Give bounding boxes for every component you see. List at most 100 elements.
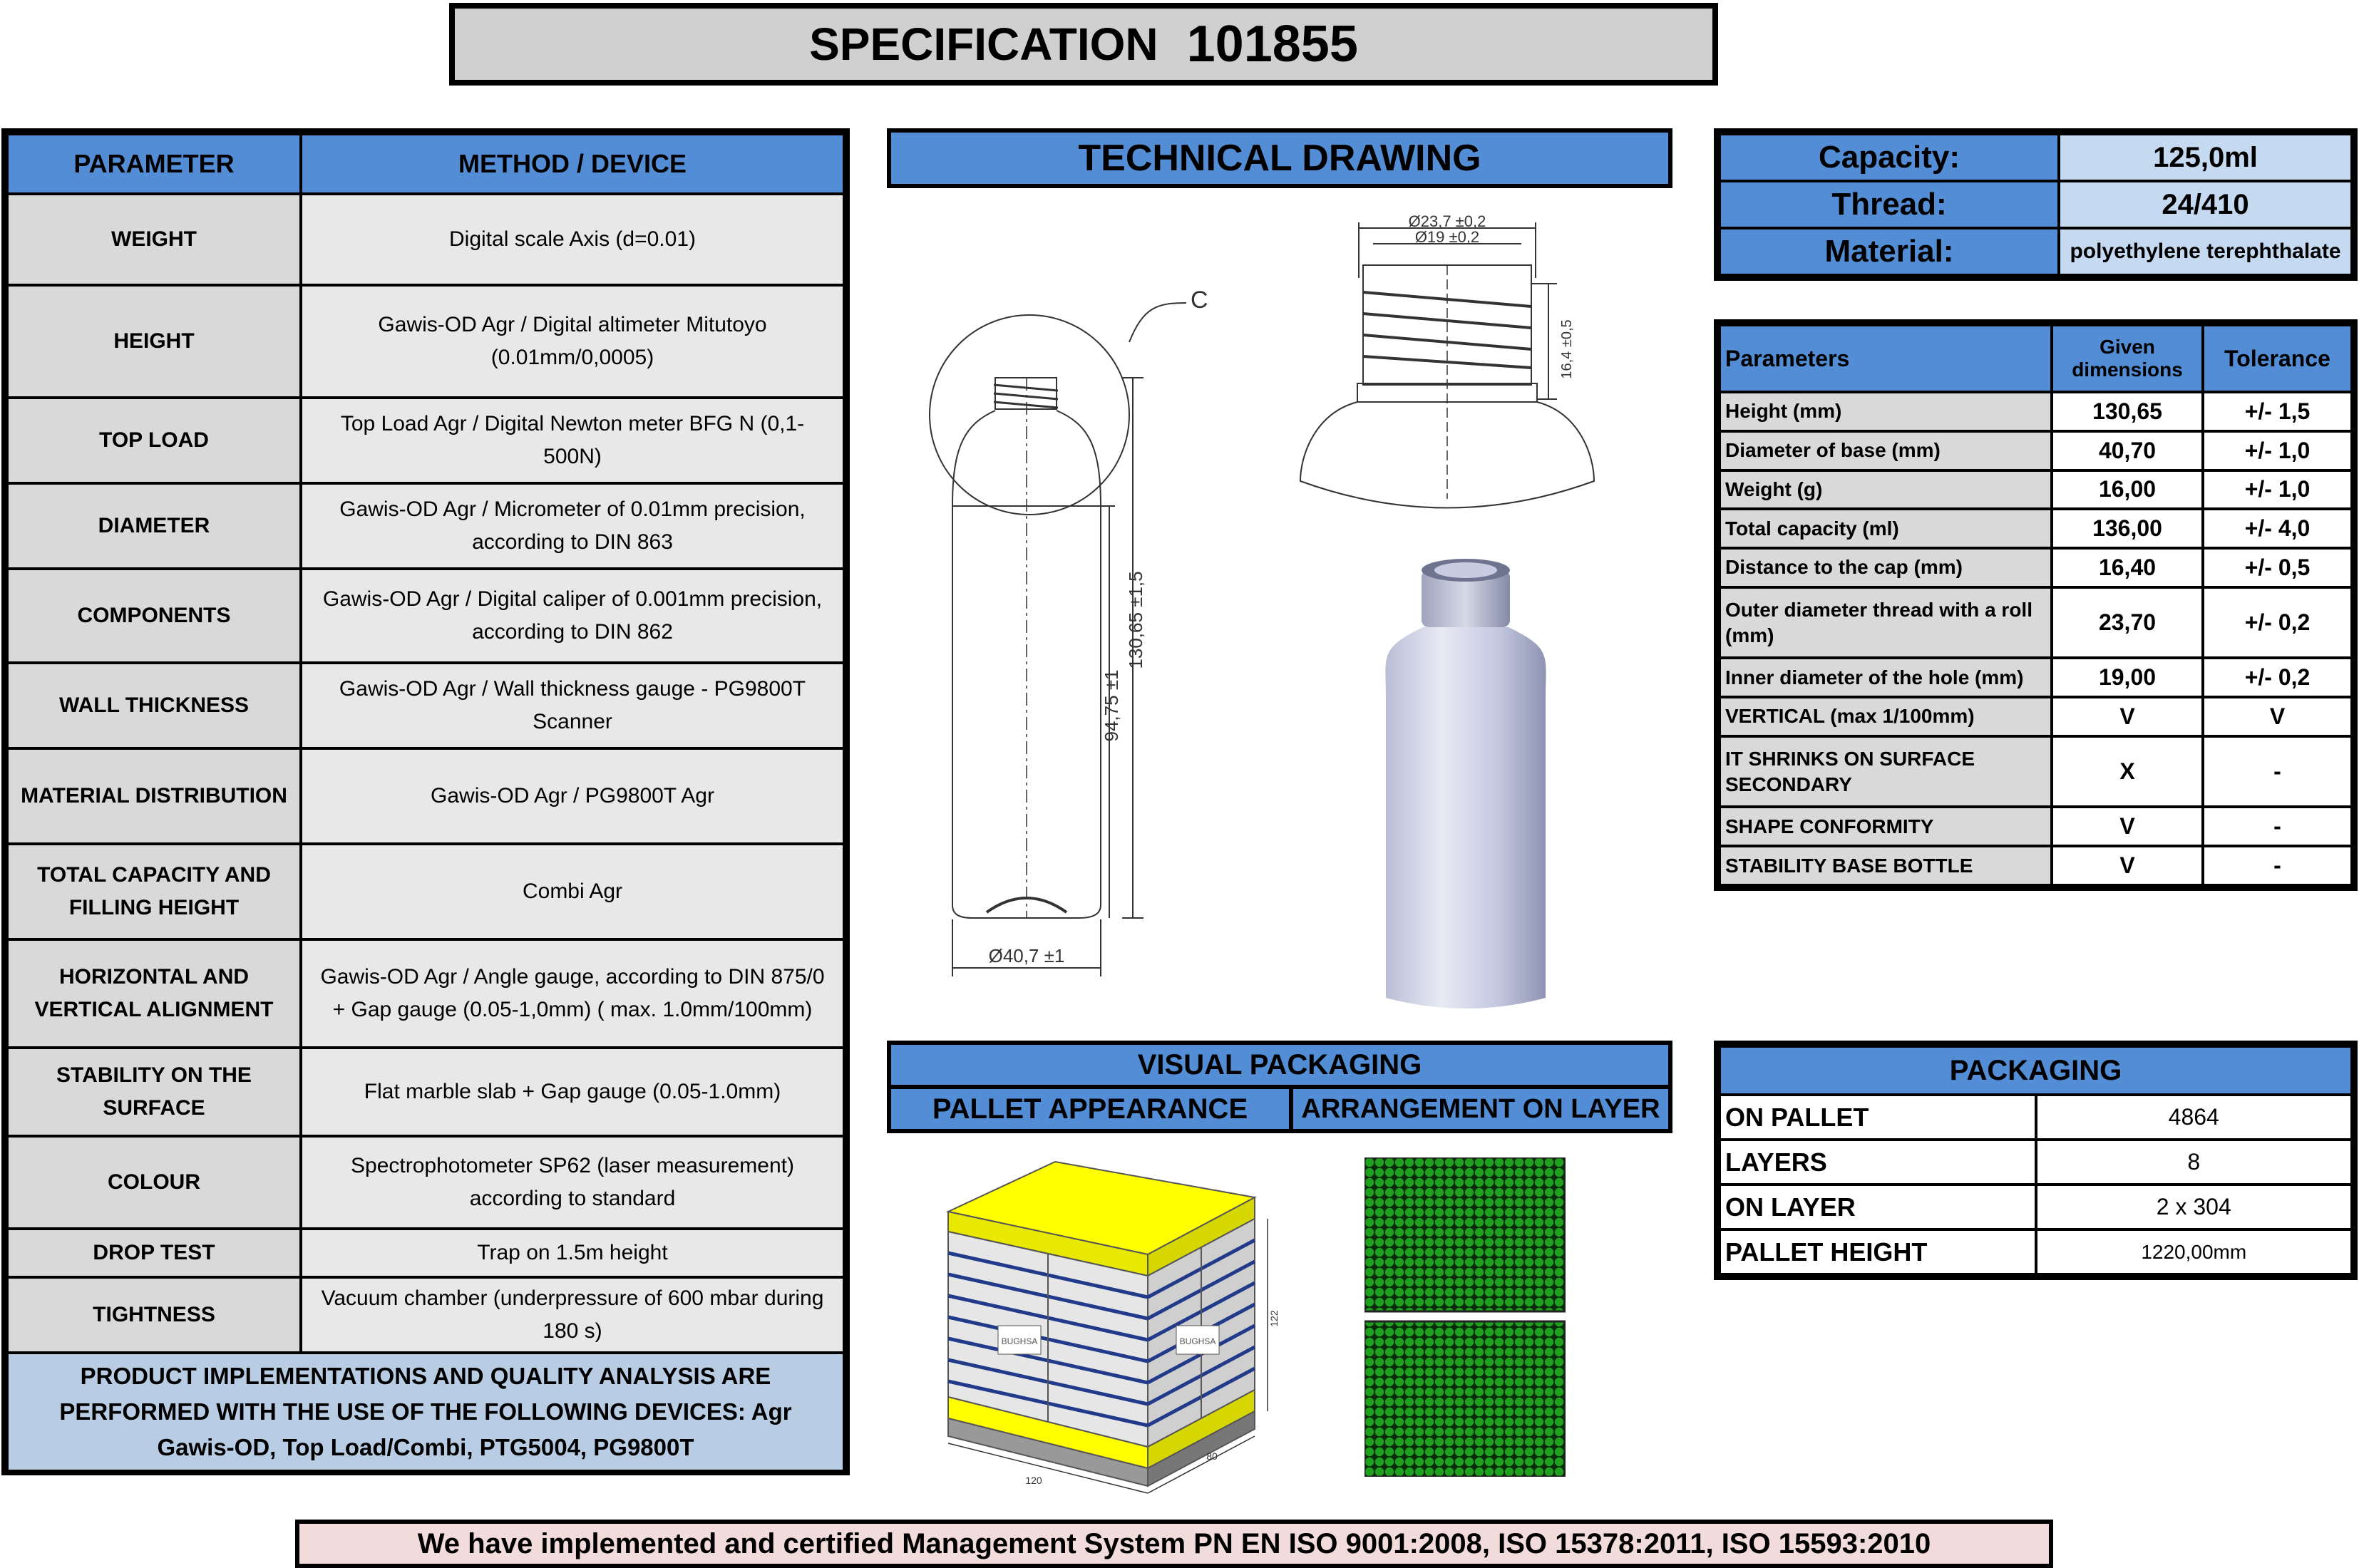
dimension-given: 19,00 — [2050, 656, 2204, 699]
dimension-name: Height (mm) — [1718, 391, 2053, 433]
box-brand-label: BUGHSA — [1180, 1336, 1216, 1346]
table-row: Height (mm)130,65+/- 1,5 — [1718, 391, 2353, 433]
parameter-cell: HEIGHT — [6, 284, 302, 399]
pallet-height-label: 122 — [1268, 1310, 1280, 1327]
pallet-illustration: BUGHSA BUGHSA 120 80 122 — [945, 1160, 1280, 1494]
parameter-cell: MATERIAL DISTRIBUTION — [6, 747, 302, 845]
layer-block-top — [1364, 1157, 1566, 1313]
dimension-given: 16,00 — [2050, 468, 2204, 511]
title-label: SPECIFICATION — [809, 19, 1158, 70]
column-header-parameters: Parameters — [1718, 324, 2053, 393]
dimension-tolerance: +/- 1,0 — [2201, 468, 2353, 511]
packaging-key: ON PALLET — [1718, 1093, 2037, 1141]
material-value: polyethylene terephthalate — [2057, 227, 2353, 277]
column-header-method: METHOD / DEVICE — [299, 133, 846, 195]
dimension-name: STABILITY BASE BOTTLE — [1718, 845, 2053, 887]
method-cell: Gawis-OD Agr / Digital caliper of 0.001m… — [299, 567, 846, 664]
method-cell: Top Load Agr / Digital Newton meter BFG … — [299, 396, 846, 485]
layer-arrangement-illustration — [1364, 1157, 1566, 1477]
shoulder-dimension: 94,75 ±1 — [1101, 669, 1122, 741]
base-diameter-dimension: Ø40,7 ±1 — [989, 945, 1065, 966]
dimension-tolerance: - — [2201, 734, 2353, 809]
dimension-name: SHAPE CONFORMITY — [1718, 805, 2053, 848]
dimension-name: Distance to the cap (mm) — [1718, 547, 2053, 589]
dimension-tolerance: - — [2201, 845, 2353, 887]
method-cell: Gawis-OD Agr / Angle gauge, according to… — [299, 938, 846, 1049]
dimension-tolerance: +/- 0,2 — [2201, 656, 2353, 699]
box-brand-label: BUGHSA — [1002, 1336, 1038, 1346]
parameter-cell: DIAMETER — [6, 482, 302, 570]
parameter-cell: WEIGHT — [6, 192, 302, 287]
method-cell: Gawis-OD Agr / PG9800T Agr — [299, 747, 846, 845]
parameter-cell: TIGHTNESS — [6, 1276, 302, 1354]
dimension-name: Outer diameter thread with a roll (mm) — [1718, 585, 2053, 660]
column-header-parameter: PARAMETER — [6, 133, 302, 195]
dimension-given: 136,00 — [2050, 507, 2204, 550]
page-title: SPECIFICATION 101855 — [449, 3, 1718, 86]
dimension-given: V — [2050, 805, 2204, 848]
dimension-name: Total capacity (ml) — [1718, 507, 2053, 550]
arrangement-on-layer-header: ARRANGEMENT ON LAYER — [1289, 1085, 1672, 1133]
inner-hole-dimension: Ø19 ±0,2 — [1415, 228, 1479, 246]
packaging-value: 1220,00mm — [2034, 1228, 2353, 1276]
dimension-name: Inner diameter of the hole (mm) — [1718, 656, 2053, 699]
column-header-tolerance: Tolerance — [2201, 324, 2353, 393]
packaging-key: LAYERS — [1718, 1138, 2037, 1186]
outer-thread-dimension: Ø23,7 ±0,2 — [1409, 212, 1486, 230]
devices-note: PRODUCT IMPLEMENTATIONS AND QUALITY ANAL… — [6, 1351, 846, 1472]
capacity-label: Capacity: — [1718, 133, 2060, 182]
parameter-cell: COLOUR — [6, 1135, 302, 1230]
dimension-tolerance: +/- 4,0 — [2201, 507, 2353, 550]
parameter-cell: TOP LOAD — [6, 396, 302, 485]
bottle-outline-drawing — [929, 302, 1187, 976]
dimension-name: Diameter of base (mm) — [1718, 429, 2053, 472]
dimension-tolerance: +/- 1,0 — [2201, 429, 2353, 472]
dimension-name: IT SHRINKS ON SURFACE SECONDARY — [1718, 734, 2053, 809]
method-cell: Spectrophotometer SP62 (laser measuremen… — [299, 1135, 846, 1230]
material-label: Material: — [1718, 227, 2060, 277]
spec-number: 101855 — [1186, 16, 1358, 73]
visual-packaging-header: VISUAL PACKAGING — [887, 1041, 1672, 1089]
parameter-cell: WALL THICKNESS — [6, 661, 302, 750]
dimension-tolerance: +/- 1,5 — [2201, 391, 2353, 433]
dimension-given: V — [2050, 696, 2204, 738]
dimension-given: X — [2050, 734, 2204, 809]
pallet-appearance-header: PALLET APPEARANCE — [887, 1085, 1293, 1133]
dimension-given: 23,70 — [2050, 585, 2204, 660]
pallet-stack — [945, 1160, 1268, 1494]
method-cell: Gawis-OD Agr / Micrometer of 0.01mm prec… — [299, 482, 846, 570]
dimension-name: Weight (g) — [1718, 468, 2053, 511]
capacity-thread-material-box: Capacity:125,0ml Thread:24/410 Material:… — [1714, 128, 2358, 281]
dimension-given: V — [2050, 845, 2204, 887]
height-dimension: 130,65 ±1,5 — [1125, 571, 1146, 669]
parameter-cell: COMPONENTS — [6, 567, 302, 664]
dimension-tolerance: V — [2201, 696, 2353, 738]
table-row: Weight (g)16,00+/- 1,0 — [1718, 468, 2353, 511]
table-row: Total capacity (ml)136,00+/- 4,0 — [1718, 507, 2353, 550]
parameter-cell: TOTAL CAPACITY AND FILLING HEIGHT — [6, 842, 302, 941]
method-cell: Flat marble slab + Gap gauge (0.05-1.0mm… — [299, 1046, 846, 1138]
parameter-cell: STABILITY ON THE SURFACE — [6, 1046, 302, 1138]
method-cell: Gawis-OD Agr / Wall thickness gauge - PG… — [299, 661, 846, 750]
parameter-cell: DROP TEST — [6, 1227, 302, 1279]
layer-block-bottom — [1364, 1320, 1566, 1477]
technical-drawing: C 130,65 ±1,5 94,75 ±1 Ø40,7 ±1 Ø23,7 ±0… — [929, 212, 1595, 1009]
dimension-tolerance: +/- 0,5 — [2201, 547, 2353, 589]
table-row: Distance to the cap (mm)16,40+/- 0,5 — [1718, 547, 2353, 589]
detail-c-circle — [929, 314, 1130, 515]
packaging-value: 4864 — [2034, 1093, 2353, 1141]
certification-footer: We have implemented and certified Manage… — [295, 1520, 2053, 1568]
packaging-key: ON LAYER — [1718, 1183, 2037, 1231]
method-cell: Gawis-OD Agr / Digital altimeter Mitutoy… — [299, 284, 846, 399]
bottle-3d-render — [1385, 559, 1546, 1009]
column-header-given: Given dimensions — [2050, 324, 2204, 393]
